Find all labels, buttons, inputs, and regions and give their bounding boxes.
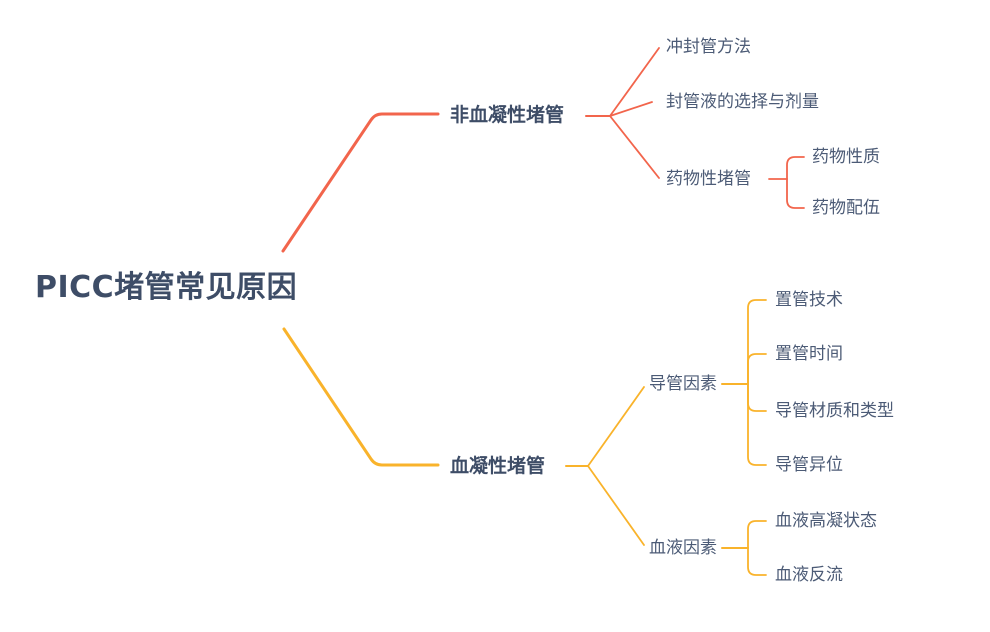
node-flush-lock-method[interactable]: 冲封管方法 [666,37,751,57]
connector-blood-reflux [747,547,767,576]
node-thrombotic-occlusion[interactable]: 血凝性堵管 [450,455,546,477]
node-drug-occlusion[interactable]: 药物性堵管 [666,169,751,189]
node-root[interactable]: PICC堵管常见原因 [35,270,298,305]
node-hypercoagulable-state[interactable]: 血液高凝状态 [775,511,877,531]
connector-root-to-top-branch [281,112,440,253]
connector-catheter-material [747,383,767,412]
connector-catheter-factor [587,386,645,467]
node-catheter-malposition[interactable]: 导管异位 [775,455,843,475]
node-catheter-factor[interactable]: 导管因素 [649,374,717,394]
node-blood-reflux[interactable]: 血液反流 [775,565,843,585]
connector-catheter-technique [747,299,767,385]
connector-top-child-3 [609,115,660,179]
node-catheter-material-type[interactable]: 导管材质和类型 [775,401,894,421]
connector-drug-compatibility [786,178,805,209]
connector-catheter-malposition [747,383,767,466]
connector-drug-property [786,156,805,180]
node-lock-solution-choice-dose[interactable]: 封管液的选择与剂量 [666,92,819,112]
node-catheter-technique[interactable]: 置管技术 [775,290,843,310]
node-drug-compatibility[interactable]: 药物配伍 [812,198,880,218]
node-blood-factor[interactable]: 血液因素 [649,538,717,558]
node-non-thrombotic-occlusion[interactable]: 非血凝性堵管 [450,104,565,126]
connector-top-child-2 [609,101,653,117]
connector-blood-factor [587,465,645,546]
node-catheter-duration[interactable]: 置管时间 [775,344,843,364]
connector-catheter-duration [747,353,767,385]
connector-root-to-bottom-branch [282,327,440,467]
connector-top-child-1 [609,47,660,117]
connector-hypercoagulable [747,520,767,549]
node-drug-property[interactable]: 药物性质 [812,147,880,167]
